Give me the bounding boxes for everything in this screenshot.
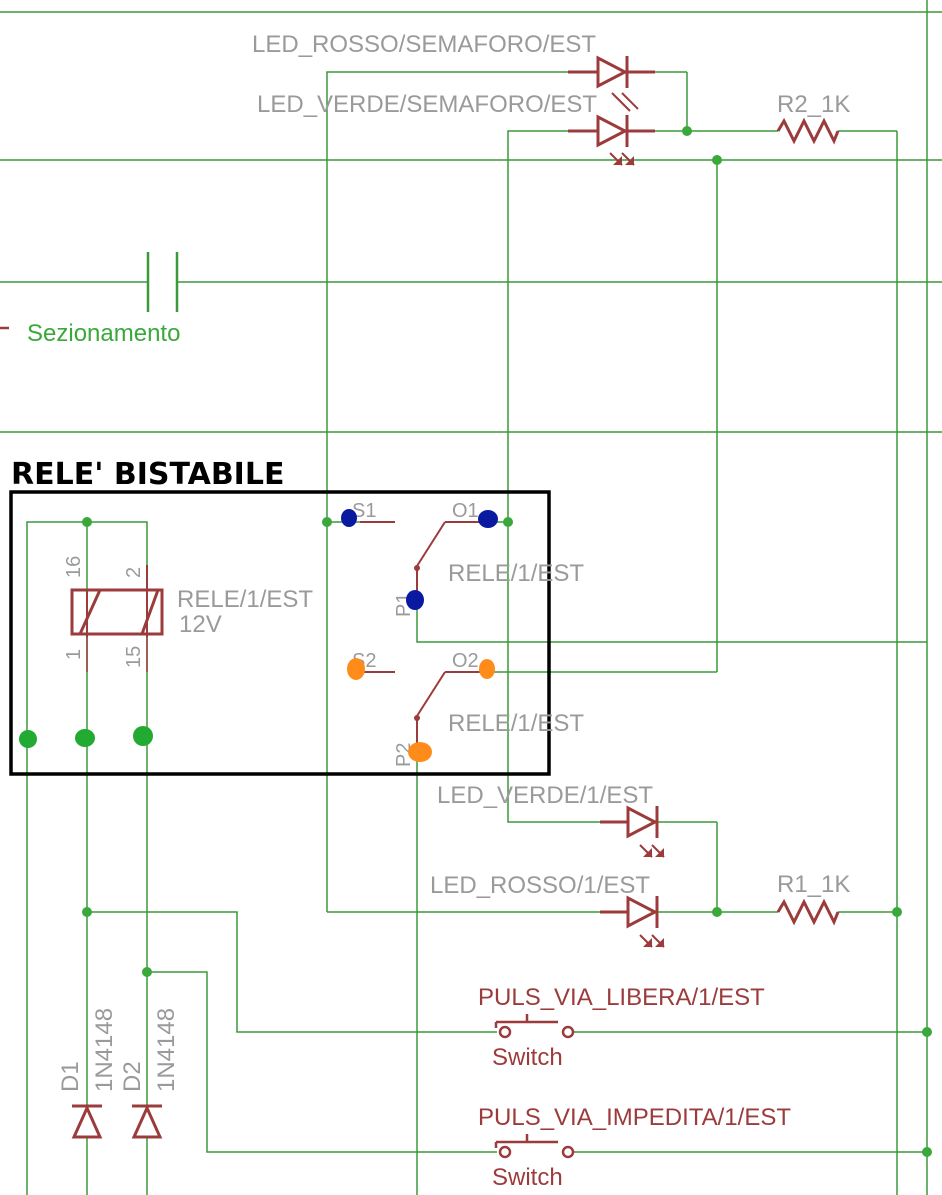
marker-coil-left: [19, 730, 37, 748]
relay-box-outline: [9, 490, 551, 776]
led-rosso-1[interactable]: [600, 895, 665, 948]
diode-d1[interactable]: [71, 1104, 103, 1139]
marker-p2: [408, 742, 432, 762]
switch-via-impedita-value: Switch: [492, 1164, 563, 1191]
coil-pin-1: 1: [63, 649, 85, 660]
marker-s1: [341, 509, 357, 527]
switch-via-libera[interactable]: [494, 1014, 575, 1039]
pin-markers: [19, 509, 498, 762]
relay-coil-name: RELE/1/EST: [177, 586, 313, 613]
marker-s2: [347, 658, 365, 680]
contact-1-s1: S1: [352, 500, 376, 522]
diode-d1-value: 1N4148: [91, 1008, 118, 1092]
marker-p1: [406, 590, 424, 610]
switch-via-impedita-name: PULS_VIA_IMPEDITA/1/EST: [478, 1104, 791, 1131]
wire-led-green-top-anode: [507, 130, 600, 823]
relay-contact-2[interactable]: [360, 671, 480, 748]
diode-d2-name: D2: [119, 1061, 146, 1092]
contact-2-name: RELE/1/EST: [448, 710, 584, 737]
coil-pin-15: 15: [123, 646, 145, 668]
contact-2-o2: O2: [452, 650, 479, 672]
marker-o2: [479, 659, 495, 679]
relay-coil[interactable]: [70, 565, 164, 672]
wire-sw2-in: [147, 971, 497, 1153]
sezionamento-gap: [0, 252, 179, 330]
diode-d1-name: D1: [57, 1061, 84, 1092]
resistor-r1-label: R1_1K: [777, 871, 850, 898]
marker-coil-mid: [75, 729, 95, 747]
led-verde-1-label: LED_VERDE/1/EST: [437, 782, 653, 809]
relay-box-title: RELE' BISTABILE: [11, 457, 284, 492]
diode-d2-value: 1N4148: [153, 1008, 180, 1092]
diode-d2[interactable]: [131, 1104, 163, 1139]
coil-pin-16: 16: [63, 556, 85, 578]
resistor-r1[interactable]: [776, 898, 840, 926]
switch-via-impedita[interactable]: [494, 1134, 575, 1159]
junctions: [82, 126, 932, 1157]
switch-via-libera-name: PULS_VIA_LIBERA/1/EST: [478, 984, 765, 1011]
relay-coil-value: 12V: [179, 611, 222, 638]
led-rosso-semaforo[interactable]: [568, 55, 655, 89]
contact-1-o1: O1: [452, 500, 479, 522]
contact-1-name: RELE/1/EST: [448, 560, 584, 587]
resistor-r2-label: R2_1K: [777, 91, 850, 118]
led-rosso-semaforo-label: LED_ROSSO/SEMAFORO/EST: [252, 31, 596, 58]
switch-via-libera-value: Switch: [492, 1044, 563, 1071]
wire-sw1-in: [87, 911, 497, 1033]
coil-pin-2: 2: [123, 567, 145, 578]
resistor-r2[interactable]: [776, 117, 840, 145]
marker-coil-right: [133, 726, 153, 746]
led-verde-semaforo[interactable]: [568, 92, 655, 166]
wire-p1: [416, 600, 927, 643]
led-verde-1[interactable]: [600, 805, 665, 858]
marker-o1: [478, 510, 498, 528]
led-verde-semaforo-label: LED_VERDE/SEMAFORO/EST: [257, 91, 597, 118]
net-label-sezionamento: Sezionamento: [27, 320, 180, 347]
led-rosso-1-label: LED_ROSSO/1/EST: [430, 872, 650, 899]
wire-led-red-top-anode: [326, 71, 568, 912]
